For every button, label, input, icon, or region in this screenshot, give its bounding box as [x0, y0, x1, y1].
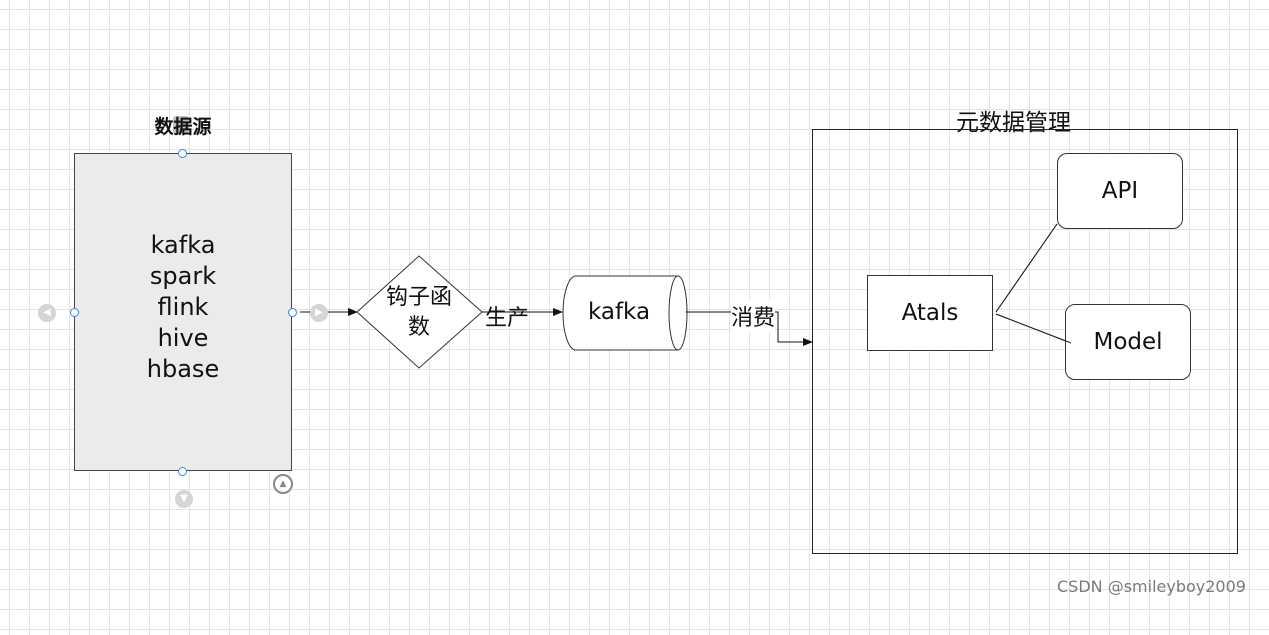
- resize-handle-bottom[interactable]: [178, 467, 187, 476]
- resize-handle-right[interactable]: [288, 308, 297, 317]
- csdn-watermark: CSDN @smileyboy2009: [1057, 577, 1246, 596]
- source-item-spark: spark: [149, 262, 217, 290]
- model-label: Model: [1093, 329, 1163, 355]
- hook-label-line-2: 数: [407, 315, 430, 340]
- produce-edge-label: 生产: [485, 306, 530, 331]
- metadata-title: 元数据管理: [956, 110, 1071, 136]
- hook-function-label: 钩子函 数: [374, 283, 464, 343]
- atals-label: Atals: [901, 300, 959, 326]
- atals-node[interactable]: Atals: [867, 275, 993, 351]
- arrow-right-icon[interactable]: ▶: [310, 304, 328, 322]
- consume-edge-label: 消费: [731, 300, 776, 332]
- metadata-container[interactable]: [812, 129, 1238, 554]
- data-source-title: 数据源: [154, 116, 212, 138]
- source-item-flink: flink: [157, 293, 209, 321]
- resize-handle-top[interactable]: [178, 149, 187, 158]
- api-label: API: [1101, 178, 1139, 204]
- data-source-list: kafka spark flink hive hbase: [74, 230, 292, 385]
- data-source-box[interactable]: [74, 153, 292, 471]
- model-node[interactable]: Model: [1065, 304, 1191, 380]
- resize-handle-left[interactable]: [70, 308, 79, 317]
- arrow-left-icon[interactable]: ◀: [38, 304, 56, 322]
- source-item-kafka: kafka: [150, 231, 216, 259]
- hook-label-line-1: 钩子函: [385, 285, 452, 310]
- rotate-icon[interactable]: ▲: [273, 474, 293, 494]
- kafka-queue-label: kafka: [587, 299, 651, 325]
- hook-diamond[interactable]: [356, 255, 483, 369]
- api-node[interactable]: API: [1057, 153, 1183, 229]
- kafka-queue-shape[interactable]: [562, 275, 688, 351]
- title-drag-handle[interactable]: [173, 116, 189, 134]
- source-item-hbase: hbase: [146, 355, 220, 383]
- source-item-hive: hive: [157, 324, 209, 352]
- arrow-down-icon[interactable]: ▼: [175, 490, 193, 508]
